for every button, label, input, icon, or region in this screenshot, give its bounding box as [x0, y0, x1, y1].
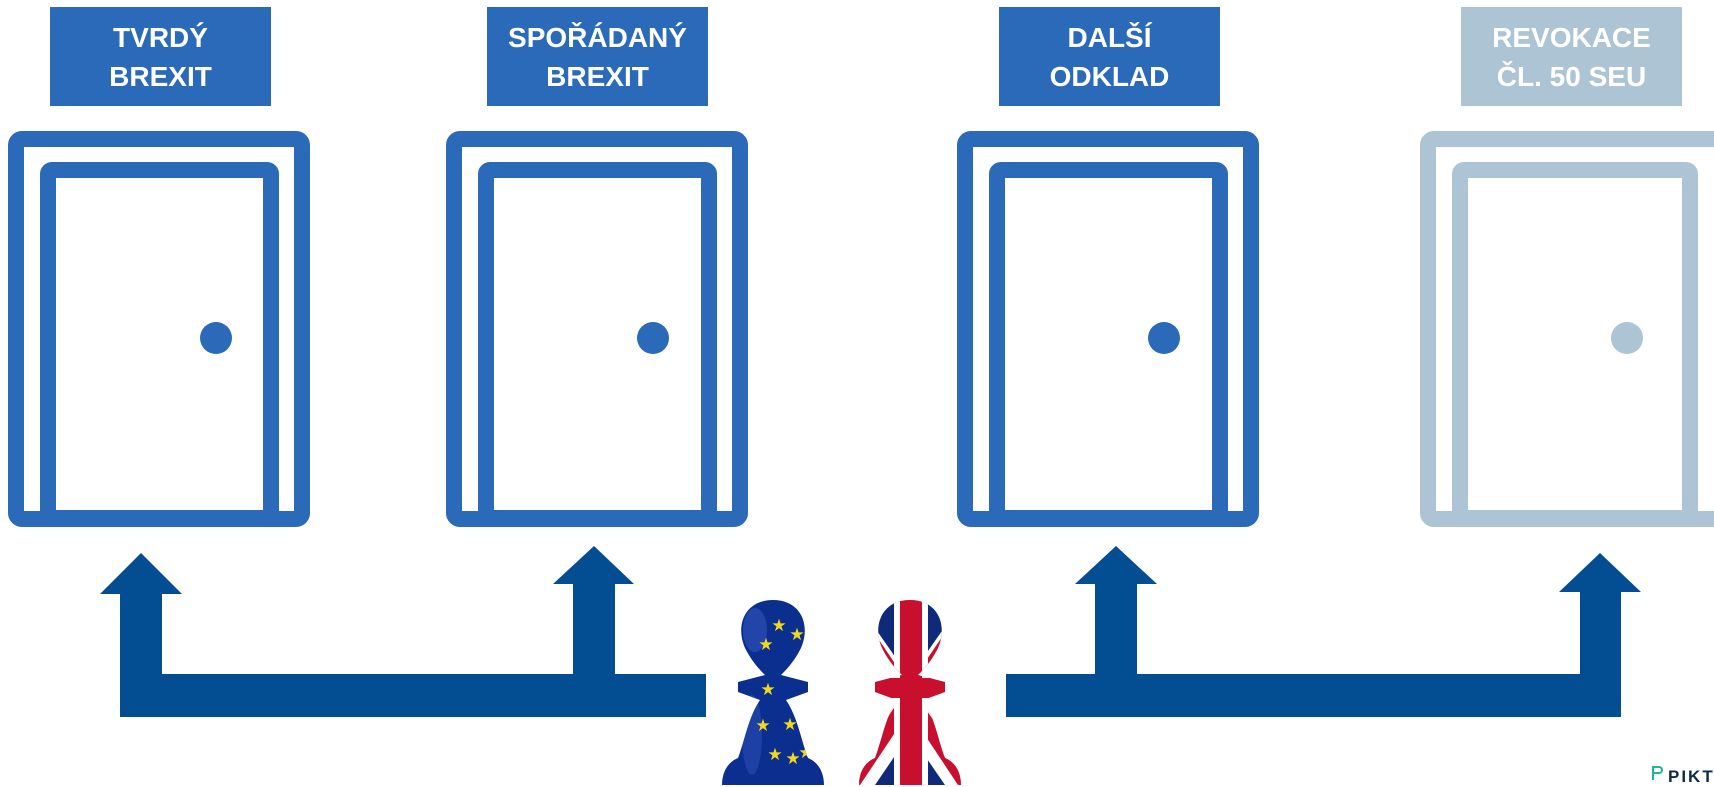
svg-text:★: ★	[785, 749, 800, 769]
svg-text:★: ★	[789, 625, 804, 645]
brand-logo-icon	[1652, 766, 1663, 780]
brand-wordmark: PIKT	[1668, 767, 1714, 786]
arrow-up-icon	[100, 553, 182, 594]
door-icon-hard-brexit	[8, 131, 310, 527]
door-icon-revocation	[1420, 131, 1714, 527]
door-icon-further-delay	[957, 131, 1259, 527]
uk-pawn-icon	[859, 600, 961, 785]
option-label-line1: REVOKACE	[1492, 21, 1651, 53]
option-label-line1: DALŠÍ	[1067, 21, 1152, 53]
left-arrows	[100, 546, 706, 717]
door-knob-icon	[200, 322, 232, 354]
option-label-revocation: REVOKACE ČL. 50 SEU	[1461, 7, 1682, 106]
option-label-line1: SPOŘÁDANÝ	[508, 21, 687, 53]
svg-text:★: ★	[767, 745, 782, 765]
option-label-further-delay: DALŠÍ ODKLAD	[999, 7, 1220, 106]
svg-text:★: ★	[798, 743, 813, 763]
option-label-line1: TVRDÝ	[113, 21, 208, 53]
option-label-line2: ODKLAD	[1049, 60, 1170, 92]
door-knob-icon	[1148, 322, 1180, 354]
arrow-up-icon	[553, 546, 634, 584]
svg-text:★: ★	[771, 616, 786, 636]
option-label-line2: BREXIT	[546, 60, 649, 92]
option-label-line2: BREXIT	[109, 60, 212, 92]
door-knob-icon	[1611, 322, 1643, 354]
svg-text:★: ★	[758, 635, 773, 655]
svg-text:★: ★	[755, 716, 770, 736]
right-arrows	[1006, 546, 1641, 717]
door-knob-icon	[637, 322, 669, 354]
arrow-up-icon	[1075, 546, 1157, 584]
svg-text:★: ★	[782, 715, 797, 735]
option-label-line2: ČL. 50 SEU	[1496, 60, 1647, 92]
door-icon-orderly-brexit	[446, 131, 748, 527]
eu-pawn-icon: ★ ★ ★ ★ ★ ★ ★ ★ ★	[722, 600, 824, 785]
svg-text:★: ★	[760, 680, 775, 700]
option-label-orderly-brexit: SPOŘÁDANÝ BREXIT	[487, 7, 708, 106]
option-label-hard-brexit: TVRDÝ BREXIT	[50, 7, 271, 106]
arrow-up-icon	[1559, 553, 1641, 592]
